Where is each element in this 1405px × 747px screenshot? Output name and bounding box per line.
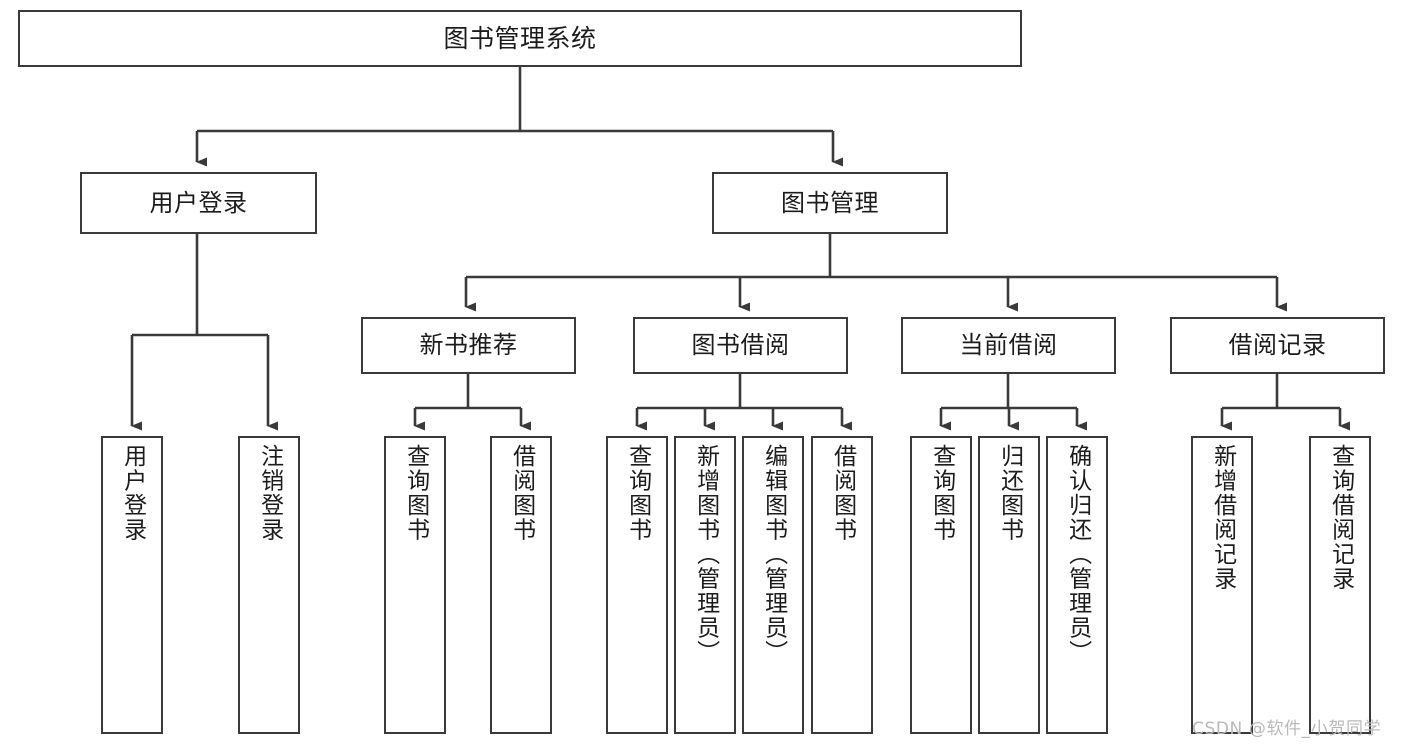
node-current-borrow[interactable]: 当前借阅 [901, 317, 1116, 374]
node-book-borrow[interactable]: 图书借阅 [633, 317, 848, 374]
leaf-return-book[interactable]: 归还图书 [978, 436, 1040, 734]
node-label: 新书推荐 [419, 331, 518, 360]
leaf-label: 新增图书（管理员） [692, 444, 719, 665]
leaf-label: 新增借阅记录 [1209, 444, 1236, 591]
leaf-add-borrow-record[interactable]: 新增借阅记录 [1191, 436, 1253, 734]
leaf-label: 用户登录 [119, 444, 146, 542]
leaf-label: 注销登录 [256, 444, 283, 542]
leaf-add-book-admin[interactable]: 新增图书（管理员） [674, 436, 736, 734]
leaf-query-book-current[interactable]: 查询图书 [910, 436, 972, 734]
leaf-query-book-borrow[interactable]: 查询图书 [606, 436, 668, 734]
watermark-text: CSDN @软件_小贺同学 [1192, 719, 1382, 739]
leaf-label: 归还图书 [996, 444, 1023, 542]
leaf-borrow-book-recommend[interactable]: 借阅图书 [490, 436, 552, 734]
leaf-label: 查询图书 [402, 444, 429, 542]
leaf-user-login[interactable]: 用户登录 [101, 436, 163, 734]
node-user-login[interactable]: 用户登录 [80, 172, 317, 234]
node-borrow-record[interactable]: 借阅记录 [1170, 317, 1385, 374]
leaf-query-borrow-record[interactable]: 查询借阅记录 [1309, 436, 1371, 734]
leaf-label: 确认归还（管理员） [1064, 444, 1091, 665]
leaf-label: 查询图书 [928, 444, 955, 542]
leaf-borrow-book[interactable]: 借阅图书 [811, 436, 873, 734]
leaf-logout[interactable]: 注销登录 [238, 436, 300, 734]
node-root-system[interactable]: 图书管理系统 [18, 10, 1022, 67]
leaf-edit-book-admin[interactable]: 编辑图书（管理员） [742, 436, 804, 734]
node-label: 图书管理 [781, 188, 879, 217]
node-label: 当前借阅 [959, 331, 1058, 360]
node-label: 借阅记录 [1228, 331, 1327, 360]
leaf-confirm-return-admin[interactable]: 确认归还（管理员） [1046, 436, 1108, 734]
node-label: 图书借阅 [691, 331, 790, 360]
leaf-query-book-recommend[interactable]: 查询图书 [384, 436, 446, 734]
leaf-label: 编辑图书（管理员） [760, 444, 787, 665]
node-label: 图书管理系统 [443, 23, 597, 53]
node-new-book-recommend[interactable]: 新书推荐 [361, 317, 576, 374]
leaf-label: 借阅图书 [508, 444, 535, 542]
node-label: 用户登录 [149, 188, 248, 217]
leaf-label: 查询图书 [624, 444, 651, 542]
node-book-management[interactable]: 图书管理 [712, 172, 948, 234]
leaf-label: 借阅图书 [829, 444, 856, 542]
leaf-label: 查询借阅记录 [1327, 444, 1354, 591]
